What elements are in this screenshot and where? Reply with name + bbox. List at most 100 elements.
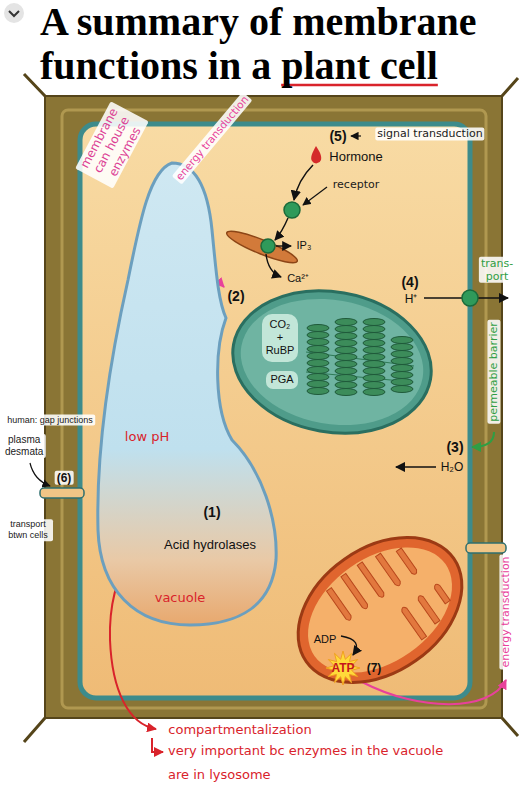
- channel-protein: [261, 239, 275, 253]
- granum-disc: [363, 326, 385, 333]
- collapse-chevron: [9, 11, 19, 16]
- crista: [400, 606, 426, 640]
- granum-disc: [363, 340, 385, 347]
- granum-disc: [307, 360, 329, 367]
- granum-disc: [363, 354, 385, 361]
- granum-disc: [335, 354, 357, 361]
- product-label: PGA: [270, 373, 293, 386]
- water-arrow: [396, 466, 436, 468]
- callout-number: (5): [329, 128, 346, 145]
- granum-disc: [335, 375, 357, 382]
- granum-disc: [391, 351, 413, 358]
- enzyme-label: Acid hydrolases: [164, 537, 256, 553]
- reaction-arrow: [341, 636, 357, 655]
- plasmodesma: [40, 488, 84, 498]
- signal-arrow: [275, 218, 288, 240]
- granum-disc: [391, 365, 413, 372]
- handwritten-note: vacuole: [155, 590, 206, 606]
- molecule-label: ADP: [314, 633, 337, 646]
- granum-disc: [391, 386, 413, 393]
- granum-disc: [363, 368, 385, 375]
- diagram-title: A summary of membrane functions in a pla…: [40, 0, 516, 88]
- granum-disc: [391, 358, 413, 365]
- signal-arrow: [276, 245, 291, 246]
- mitochondrion-outline: [271, 508, 490, 713]
- granum-disc: [335, 319, 357, 326]
- granum-disc: [363, 361, 385, 368]
- collapse-icon: [4, 3, 24, 23]
- crista: [376, 553, 402, 587]
- handwritten-note: signal transduction: [375, 127, 484, 140]
- chloroplast-stroma: [231, 285, 434, 439]
- leader-arrow: [303, 187, 327, 205]
- granum-disc: [307, 367, 329, 374]
- callout-number: (6): [55, 471, 74, 485]
- callout-number: (7): [367, 661, 382, 675]
- handwritten-note: human: gap junctions: [5, 415, 95, 426]
- granum-disc: [363, 333, 385, 340]
- granum-disc: [307, 332, 329, 339]
- mitochondrion-shape: ADP ATP: [292, 530, 472, 690]
- molecule-label: ATP: [331, 661, 354, 675]
- granum-disc: [335, 361, 357, 368]
- granum-disc: [307, 388, 329, 395]
- callout-number: (4): [401, 274, 418, 291]
- leader-arrow: [351, 135, 361, 136]
- granum-disc: [335, 333, 357, 340]
- hormone-drop: [311, 146, 321, 163]
- callout-number: (1): [203, 504, 220, 521]
- granum-disc: [335, 389, 357, 396]
- granum-disc: [391, 337, 413, 344]
- granum-disc: [307, 381, 329, 388]
- signal-arrow: [266, 254, 281, 277]
- note-arrow: [152, 738, 163, 752]
- handwritten-note: energy transduction: [499, 554, 512, 669]
- granum-disc: [307, 374, 329, 381]
- crista: [396, 548, 418, 576]
- callout-number: (3): [446, 439, 463, 456]
- molecule-label: H₂O: [441, 460, 464, 474]
- granum-disc: [363, 389, 385, 396]
- note-arrow: [30, 463, 50, 486]
- note-arrow: [362, 680, 506, 704]
- granum-disc: [307, 325, 329, 332]
- molecule-label: Hormone: [329, 149, 382, 165]
- granum-disc: [363, 375, 385, 382]
- binding-arrow: [294, 165, 313, 200]
- node-outline: [292, 530, 472, 690]
- mitochondrion-matrix: [285, 522, 476, 699]
- handwritten-note: transport btwn cells: [3, 519, 53, 541]
- energy-burst: [326, 651, 360, 685]
- handwritten-note: plasma desmata: [3, 434, 45, 458]
- ion-label: Ca²⁺: [287, 272, 309, 285]
- cell-wall: [45, 96, 502, 718]
- transport-protein: [462, 290, 478, 306]
- er-membrane: [224, 226, 300, 267]
- handwritten-note: trans- port: [479, 257, 515, 283]
- ion-label: H⁺: [405, 292, 418, 306]
- handwritten-note: permeable barrier: [487, 320, 500, 424]
- reaction-label: CO₂ + RuBP: [266, 318, 295, 358]
- granum-disc: [391, 344, 413, 351]
- receptor-protein: [284, 202, 300, 218]
- crista: [326, 588, 352, 622]
- handwritten-note: low pH: [125, 429, 169, 445]
- label-ground: [266, 371, 298, 389]
- note-arrow: [472, 432, 494, 447]
- granum-disc: [363, 382, 385, 389]
- plasmodesma: [466, 543, 506, 553]
- granum-disc: [391, 372, 413, 379]
- crista: [357, 562, 385, 599]
- chloroplast-outline: [221, 276, 442, 449]
- granum-disc: [363, 347, 385, 354]
- callout-number: (2): [227, 288, 244, 305]
- granum-disc: [391, 379, 413, 386]
- molecule-label: IP₃: [297, 239, 312, 252]
- crista: [433, 583, 450, 604]
- granum-disc: [335, 340, 357, 347]
- granum-disc: [335, 347, 357, 354]
- crista: [341, 573, 369, 610]
- granum-disc: [363, 319, 385, 326]
- handwritten-note: compartmentalization: [168, 722, 311, 738]
